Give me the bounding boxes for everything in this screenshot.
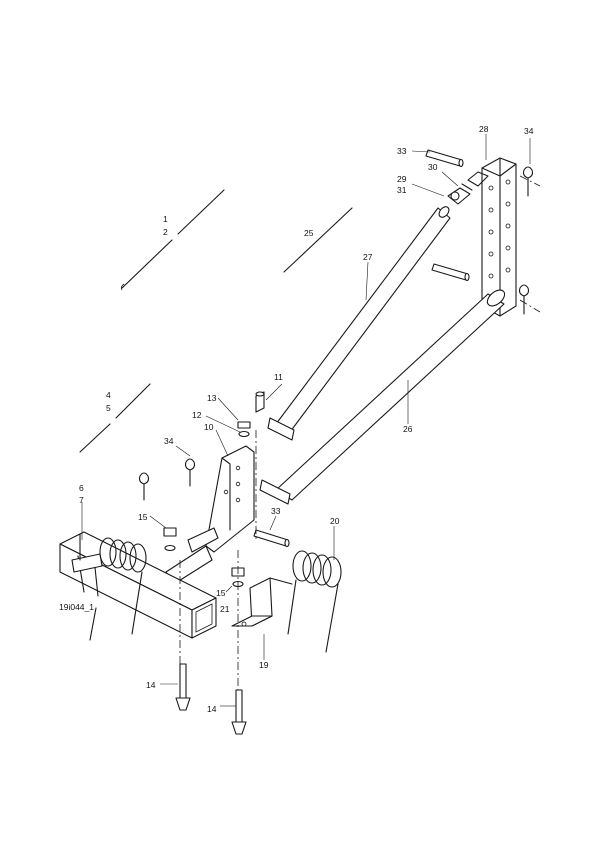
callout-33-upper: 33 xyxy=(397,146,407,156)
callout-26: 26 xyxy=(403,424,413,434)
callout-20: 20 xyxy=(330,516,340,526)
spring-tine-right xyxy=(269,550,342,653)
callout-5: 5 xyxy=(106,403,111,413)
section-break-lines xyxy=(79,189,353,453)
callout-4: 4 xyxy=(106,390,111,400)
callout-13: 13 xyxy=(207,393,217,403)
callout-labels: 1 2 25 4 5 6 7 10 11 12 13 14 14 15 15 1… xyxy=(59,124,534,714)
callout-2: 2 xyxy=(163,227,168,237)
callout-15-upper: 15 xyxy=(138,512,148,522)
callout-31: 31 xyxy=(397,185,407,195)
callout-21: 21 xyxy=(220,604,230,614)
tube-clamp xyxy=(71,533,103,597)
callout-30: 30 xyxy=(428,162,438,172)
callout-11: 11 xyxy=(274,372,283,382)
callout-6: 6 xyxy=(79,483,84,493)
lynch-clips xyxy=(138,166,534,501)
lower-tube-bar xyxy=(259,289,506,505)
callout-12: 12 xyxy=(192,410,202,420)
pins xyxy=(253,149,470,548)
callout-14-lower: 14 xyxy=(207,704,217,714)
angle-bracket xyxy=(231,577,273,627)
callout-34-lower: 34 xyxy=(164,436,174,446)
upright-frame xyxy=(481,157,541,317)
upper-tube-bar xyxy=(267,187,471,441)
callout-7: 7 xyxy=(79,495,84,505)
callout-34-upper: 34 xyxy=(524,126,534,136)
callout-27: 27 xyxy=(363,252,373,262)
callout-19: 19 xyxy=(259,660,269,670)
leader-lines xyxy=(81,134,531,707)
bolt-washer-nut xyxy=(237,391,265,438)
adjuster-hardware xyxy=(461,171,489,191)
callout-25: 25 xyxy=(304,228,314,238)
callout-14-upper: 14 xyxy=(146,680,156,690)
callout-29: 29 xyxy=(397,174,407,184)
callout-1: 1 xyxy=(163,214,168,224)
callout-10: 10 xyxy=(204,422,214,432)
callout-15-lower: 15 xyxy=(216,588,226,598)
lower-bolts xyxy=(175,663,247,735)
callout-33-lower: 33 xyxy=(271,506,281,516)
lower-nuts-washers xyxy=(163,527,245,690)
callout-28: 28 xyxy=(479,124,489,134)
drawing-reference: 19i044_1 xyxy=(59,602,94,612)
spring-tine-left xyxy=(89,537,147,641)
mounting-bracket xyxy=(165,430,257,585)
